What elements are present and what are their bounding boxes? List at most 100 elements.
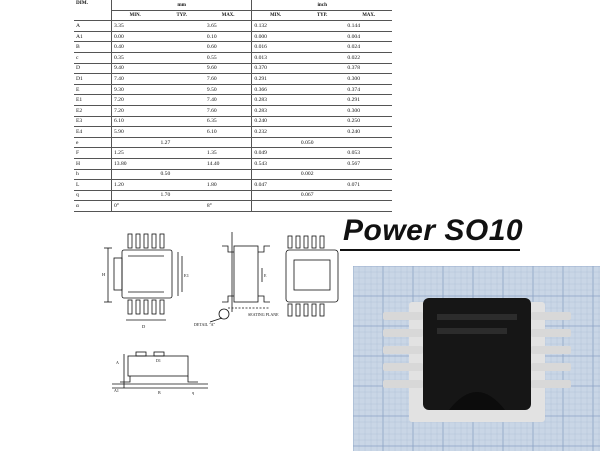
top-view-drawing <box>104 233 183 321</box>
row-inch-max: 0.291 <box>345 94 392 106</box>
row-dim: F <box>74 147 112 159</box>
row-dim: e <box>74 137 112 149</box>
row-mm-typ <box>158 20 205 32</box>
row-inch-max: 0.004 <box>345 31 392 43</box>
row-inch-min: 0.049 <box>251 147 299 159</box>
row-mm-min: 7.20 <box>111 94 159 106</box>
bottom-view-drawing <box>285 235 339 317</box>
row-mm-typ <box>158 84 205 96</box>
row-mm-max: 1.80 <box>204 179 253 191</box>
row-mm-min <box>111 169 159 181</box>
row-mm-max: 0.10 <box>204 31 253 43</box>
package-title: Power SO10 <box>343 214 524 247</box>
label-e1: E1 <box>184 273 189 278</box>
row-mm-max <box>204 137 253 149</box>
row-inch-min <box>251 169 299 181</box>
row-dim: D1 <box>74 73 112 85</box>
label-seating-plane: SEATING PLANE <box>248 312 279 317</box>
row-mm-max: 0.60 <box>204 41 253 53</box>
row-inch-max <box>345 200 392 212</box>
row-inch-min: 0.283 <box>251 94 299 106</box>
row-mm-min: 5.90 <box>111 126 159 138</box>
table-unit-header: DIM. mm inch <box>74 0 392 22</box>
row-inch-typ <box>298 41 346 53</box>
dimensions-table: DIM. mm inch MIN. TYP. MAX. MIN. TYP. MA… <box>74 0 392 212</box>
row-mm-max: 0.55 <box>204 52 253 64</box>
row-mm-max: 1.35 <box>204 147 253 159</box>
chip-lead-left-1 <box>383 312 423 320</box>
row-dim: L <box>74 179 112 191</box>
row-inch-max: 0.250 <box>345 116 392 128</box>
row-dim: E3 <box>74 116 112 128</box>
row-inch-typ <box>298 63 346 75</box>
row-mm-typ <box>158 179 205 191</box>
row-mm-typ <box>158 94 205 106</box>
mm-min-header: MIN. <box>111 10 159 22</box>
chip-lead-right-2 <box>531 329 571 337</box>
row-mm-min: 9.30 <box>111 84 159 96</box>
row-dim: c <box>74 52 112 64</box>
package-outline-drawings: H D E1 DETAIL "A" SEATING PLANE E <box>102 232 339 395</box>
row-inch-typ <box>298 73 346 85</box>
row-dim: α <box>74 200 112 212</box>
row-mm-typ <box>158 105 205 117</box>
row-inch-typ: 0.002 <box>298 169 346 181</box>
mm-typ-header: TYP. <box>158 10 205 22</box>
chip-lead-left-4 <box>383 363 423 371</box>
chip-lead-left-5 <box>383 380 423 388</box>
row-inch-min: 0.016 <box>251 41 299 53</box>
top-view-labels: H D E1 <box>102 272 189 329</box>
chip-lead-right-3 <box>531 346 571 354</box>
row-inch-min: 0.366 <box>251 84 299 96</box>
chip-notch <box>449 392 505 410</box>
row-inch-typ <box>298 31 346 43</box>
row-inch-max: 0.024 <box>345 41 392 53</box>
chip-lead-right-5 <box>531 380 571 388</box>
label-d1: D1 <box>156 358 161 363</box>
label-b: B <box>158 390 161 395</box>
row-mm-min: 0.40 <box>111 41 159 53</box>
row-inch-min: 0.232 <box>251 126 299 138</box>
row-mm-min: 6.10 <box>111 116 159 128</box>
row-mm-max: 7.40 <box>204 94 253 106</box>
row-inch-min: 0.000 <box>251 31 299 43</box>
row-mm-max: 6.35 <box>204 116 253 128</box>
row-inch-typ <box>298 94 346 106</box>
row-inch-min: 0.283 <box>251 105 299 117</box>
row-mm-typ <box>158 31 205 43</box>
row-inch-max <box>345 190 392 202</box>
row-inch-typ <box>298 52 346 64</box>
label-detail: DETAIL "A" <box>194 322 215 327</box>
row-inch-max: 0.022 <box>345 52 392 64</box>
dimensions-table-container: DIM. mm inch MIN. TYP. MAX. MIN. TYP. MA… <box>74 0 392 212</box>
label-d: D <box>142 324 146 329</box>
row-inch-typ <box>298 105 346 117</box>
row-mm-max: 3.65 <box>204 20 253 32</box>
row-mm-typ <box>158 126 205 138</box>
row-mm-typ <box>158 147 205 159</box>
row-dim: E2 <box>74 105 112 117</box>
row-mm-typ <box>158 52 205 64</box>
title-underline <box>340 249 520 251</box>
row-mm-min: 7.20 <box>111 105 159 117</box>
row-mm-max: 9.50 <box>204 84 253 96</box>
row-mm-typ <box>158 63 205 75</box>
row-dim: q <box>74 190 112 202</box>
row-mm-min <box>111 137 159 149</box>
chip-package <box>383 298 571 422</box>
row-mm-min: 0.00 <box>111 31 159 43</box>
row-mm-max <box>204 169 253 181</box>
row-inch-max: 0.374 <box>345 84 392 96</box>
row-mm-max: 9.60 <box>204 63 253 75</box>
side-view-drawing <box>209 232 270 323</box>
row-inch-min: 0.013 <box>251 52 299 64</box>
